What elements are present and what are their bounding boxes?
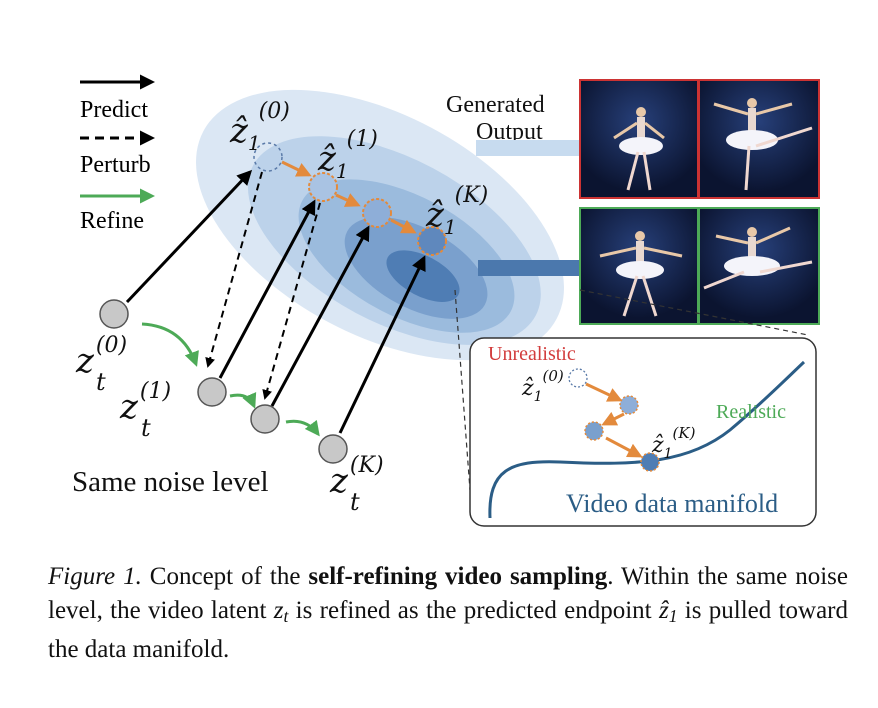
- caption-text-c: is refined as the predicted endpoint: [288, 597, 659, 624]
- caption-text-d: is pulled toward the data manifold.: [48, 597, 848, 663]
- zt-1-node: [197, 377, 227, 407]
- unrealistic-label: Unrealistic: [488, 343, 576, 365]
- ellipse-core: [386, 250, 460, 302]
- predict-arrow-0: [125, 169, 253, 304]
- zoom-guide-line-1: [454, 289, 471, 491]
- manifold-inset: Unrealistic Realistic Video data manifol…: [469, 337, 817, 527]
- refine-arrow-2: [229, 392, 257, 409]
- inset-box: [469, 337, 817, 527]
- predicted-endpoints: [253, 142, 447, 256]
- zt-1-label: z(1): [119, 379, 171, 427]
- z1-hat-0-label: ẑ1(0): [229, 99, 290, 155]
- predict-arrow-1: [218, 199, 316, 379]
- caption-zt-symbol: zt: [273, 597, 289, 626]
- realistic-video-frames: [579, 207, 820, 325]
- perturb-arrow-1: [205, 171, 263, 368]
- inset-orange-arrow-2: [601, 411, 625, 426]
- dancer-figure-4: [703, 226, 813, 290]
- zt-K-label: z(K): [329, 453, 384, 501]
- zt-0-sub: t: [96, 368, 106, 396]
- zt-0-node: [99, 299, 129, 329]
- inset-node-1: [619, 395, 639, 415]
- predict-arrows: [125, 169, 426, 434]
- inset-node-2: [584, 421, 604, 441]
- zt-K-sub: t: [350, 488, 360, 516]
- figure-caption: Figure 1. Concept of the self-refining v…: [48, 560, 848, 667]
- orange-arrow-2: [335, 193, 361, 207]
- caption-text-a: Concept of the: [141, 563, 309, 590]
- unrealistic-video-frames: [579, 79, 820, 199]
- refine-arrow-3: [285, 419, 320, 437]
- realistic-label: Realistic: [716, 401, 786, 423]
- perturb-arrow-2: [262, 202, 321, 400]
- generated-label-line1: Generated: [446, 92, 545, 118]
- inset-node-0: [568, 368, 588, 388]
- refine-legend-label: Refine: [80, 208, 144, 234]
- z1-hat-K-label: ẑ1(K): [425, 183, 488, 239]
- inset-orange-arrow-3: [605, 436, 643, 458]
- endpoint-refine-path: [281, 160, 417, 234]
- same-noise-level-label: Same noise level: [72, 466, 269, 498]
- caption-z1-hat-symbol: ẑ1: [658, 597, 678, 626]
- math-labels: ẑ1(0) ẑ1(1) ẑ1(K) z(0) t z(1) t z(K) t: [75, 99, 488, 516]
- z1-hat-0-node: [253, 142, 283, 172]
- inset-node-K: [640, 452, 660, 472]
- perturb-legend-label: Perturb: [80, 152, 151, 178]
- orange-arrow-1: [281, 160, 312, 177]
- latent-nodes: [99, 299, 348, 464]
- inset-z1-hat-0-label: ẑ1(0): [521, 367, 564, 405]
- refine-arrows: [141, 322, 320, 437]
- z1-hat-1-node: [308, 172, 338, 202]
- perturb-arrows: [205, 171, 321, 400]
- caption-text-b: . Within the same noise level, the video…: [48, 563, 848, 624]
- predict-arrow-2: [270, 225, 370, 407]
- z1-hat-2-node: [362, 198, 392, 228]
- manifold-label: Video data manifold: [566, 489, 778, 518]
- zt-1-sub: t: [141, 414, 151, 442]
- dancer-figure-3: [599, 231, 683, 317]
- figure-number: Figure 1.: [48, 563, 142, 590]
- output-arrow-top: [476, 128, 610, 168]
- dancer-figure-2: [713, 98, 813, 191]
- inset-z1-hat-K-label: ẑ1(K): [651, 424, 696, 462]
- dancer-figure-1: [613, 107, 665, 191]
- orange-arrow-3: [390, 218, 417, 234]
- inset-orange-arrow-1: [585, 382, 623, 402]
- zt-2-node: [250, 404, 280, 434]
- zt-K-node: [318, 434, 348, 464]
- predict-arrow-K: [338, 255, 426, 434]
- refine-arrow-1: [141, 322, 199, 367]
- z1-hat-1-label: ẑ1(1): [317, 127, 378, 183]
- zt-0-label: z(0): [75, 333, 127, 381]
- predict-legend-label: Predict: [80, 97, 148, 123]
- output-arrow-bottom: [478, 246, 612, 290]
- z1-hat-K-node: [417, 226, 447, 256]
- legend: Predict Perturb Refine: [80, 74, 155, 234]
- caption-bold-phrase: self-refining video sampling: [308, 563, 608, 590]
- zoom-guide-line-2: [579, 289, 809, 336]
